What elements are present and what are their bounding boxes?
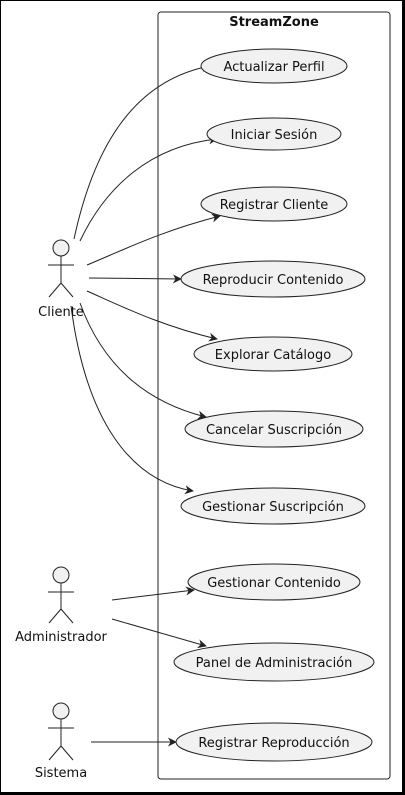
actor-label: Administrador bbox=[15, 630, 107, 645]
edge-cliente-cancelar-suscripcion bbox=[79, 302, 207, 420]
use-case-reproducir-contenido[interactable]: Reproducir Contenido bbox=[180, 260, 366, 298]
associations bbox=[70, 63, 221, 747]
use-case-label: Actualizar Perfil bbox=[223, 60, 324, 75]
system-title: StreamZone bbox=[229, 15, 319, 30]
use-case-panel-administracion[interactable]: Panel de Administración bbox=[173, 642, 375, 682]
use-case-iniciar-sesion[interactable]: Iniciar Sesión bbox=[206, 117, 342, 151]
stick-figure-icon bbox=[48, 239, 74, 298]
use-case-label: Cancelar Suscripción bbox=[206, 423, 342, 438]
use-case-gestionar-contenido[interactable]: Gestionar Contenido bbox=[187, 563, 361, 601]
use-case-explorar-catalogo[interactable]: Explorar Catálogo bbox=[193, 336, 353, 372]
actor-label: Sistema bbox=[35, 766, 87, 781]
edge-cliente-iniciar-sesion bbox=[79, 135, 218, 242]
actor-cliente[interactable]: Cliente bbox=[38, 239, 84, 320]
edge-administrador-panel-administracion bbox=[111, 618, 207, 649]
use-case-registrar-reproduccion[interactable]: Registrar Reproducción bbox=[175, 722, 373, 762]
edge-cliente-actualizar-perfil bbox=[73, 63, 211, 240]
use-case-label: Panel de Administración bbox=[196, 656, 353, 671]
stick-figure-icon bbox=[48, 566, 74, 624]
stick-figure-icon bbox=[48, 702, 74, 761]
use-case-label: Registrar Reproducción bbox=[198, 736, 349, 751]
use-case-label: Iniciar Sesión bbox=[231, 128, 318, 143]
actor-label: Cliente bbox=[38, 305, 84, 320]
use-case-actualizar-perfil[interactable]: Actualizar Perfil bbox=[200, 48, 348, 84]
use-case-label: Gestionar Contenido bbox=[207, 576, 341, 591]
actor-administrador[interactable]: Administrador bbox=[15, 566, 108, 645]
use-case-label: Registrar Cliente bbox=[220, 198, 329, 213]
use-case-label: Gestionar Suscripción bbox=[202, 500, 344, 515]
use-case-cancelar-suscripcion[interactable]: Cancelar Suscripción bbox=[184, 410, 364, 448]
edge-cliente-reproducir-contenido bbox=[88, 274, 182, 284]
use-case-label: Explorar Catálogo bbox=[215, 348, 331, 363]
use-case-gestionar-suscripcion[interactable]: Gestionar Suscripción bbox=[180, 487, 366, 525]
edge-administrador-gestionar-contenido bbox=[111, 586, 195, 601]
edge-cliente-gestionar-suscripcion bbox=[70, 305, 194, 495]
edge-cliente-explorar-catalogo bbox=[86, 290, 218, 342]
use-case-registrar-cliente[interactable]: Registrar Cliente bbox=[200, 186, 348, 222]
edge-cliente-registrar-cliente bbox=[86, 213, 221, 266]
use-case-label: Reproducir Contenido bbox=[203, 273, 344, 288]
actor-sistema[interactable]: Sistema bbox=[35, 702, 87, 781]
